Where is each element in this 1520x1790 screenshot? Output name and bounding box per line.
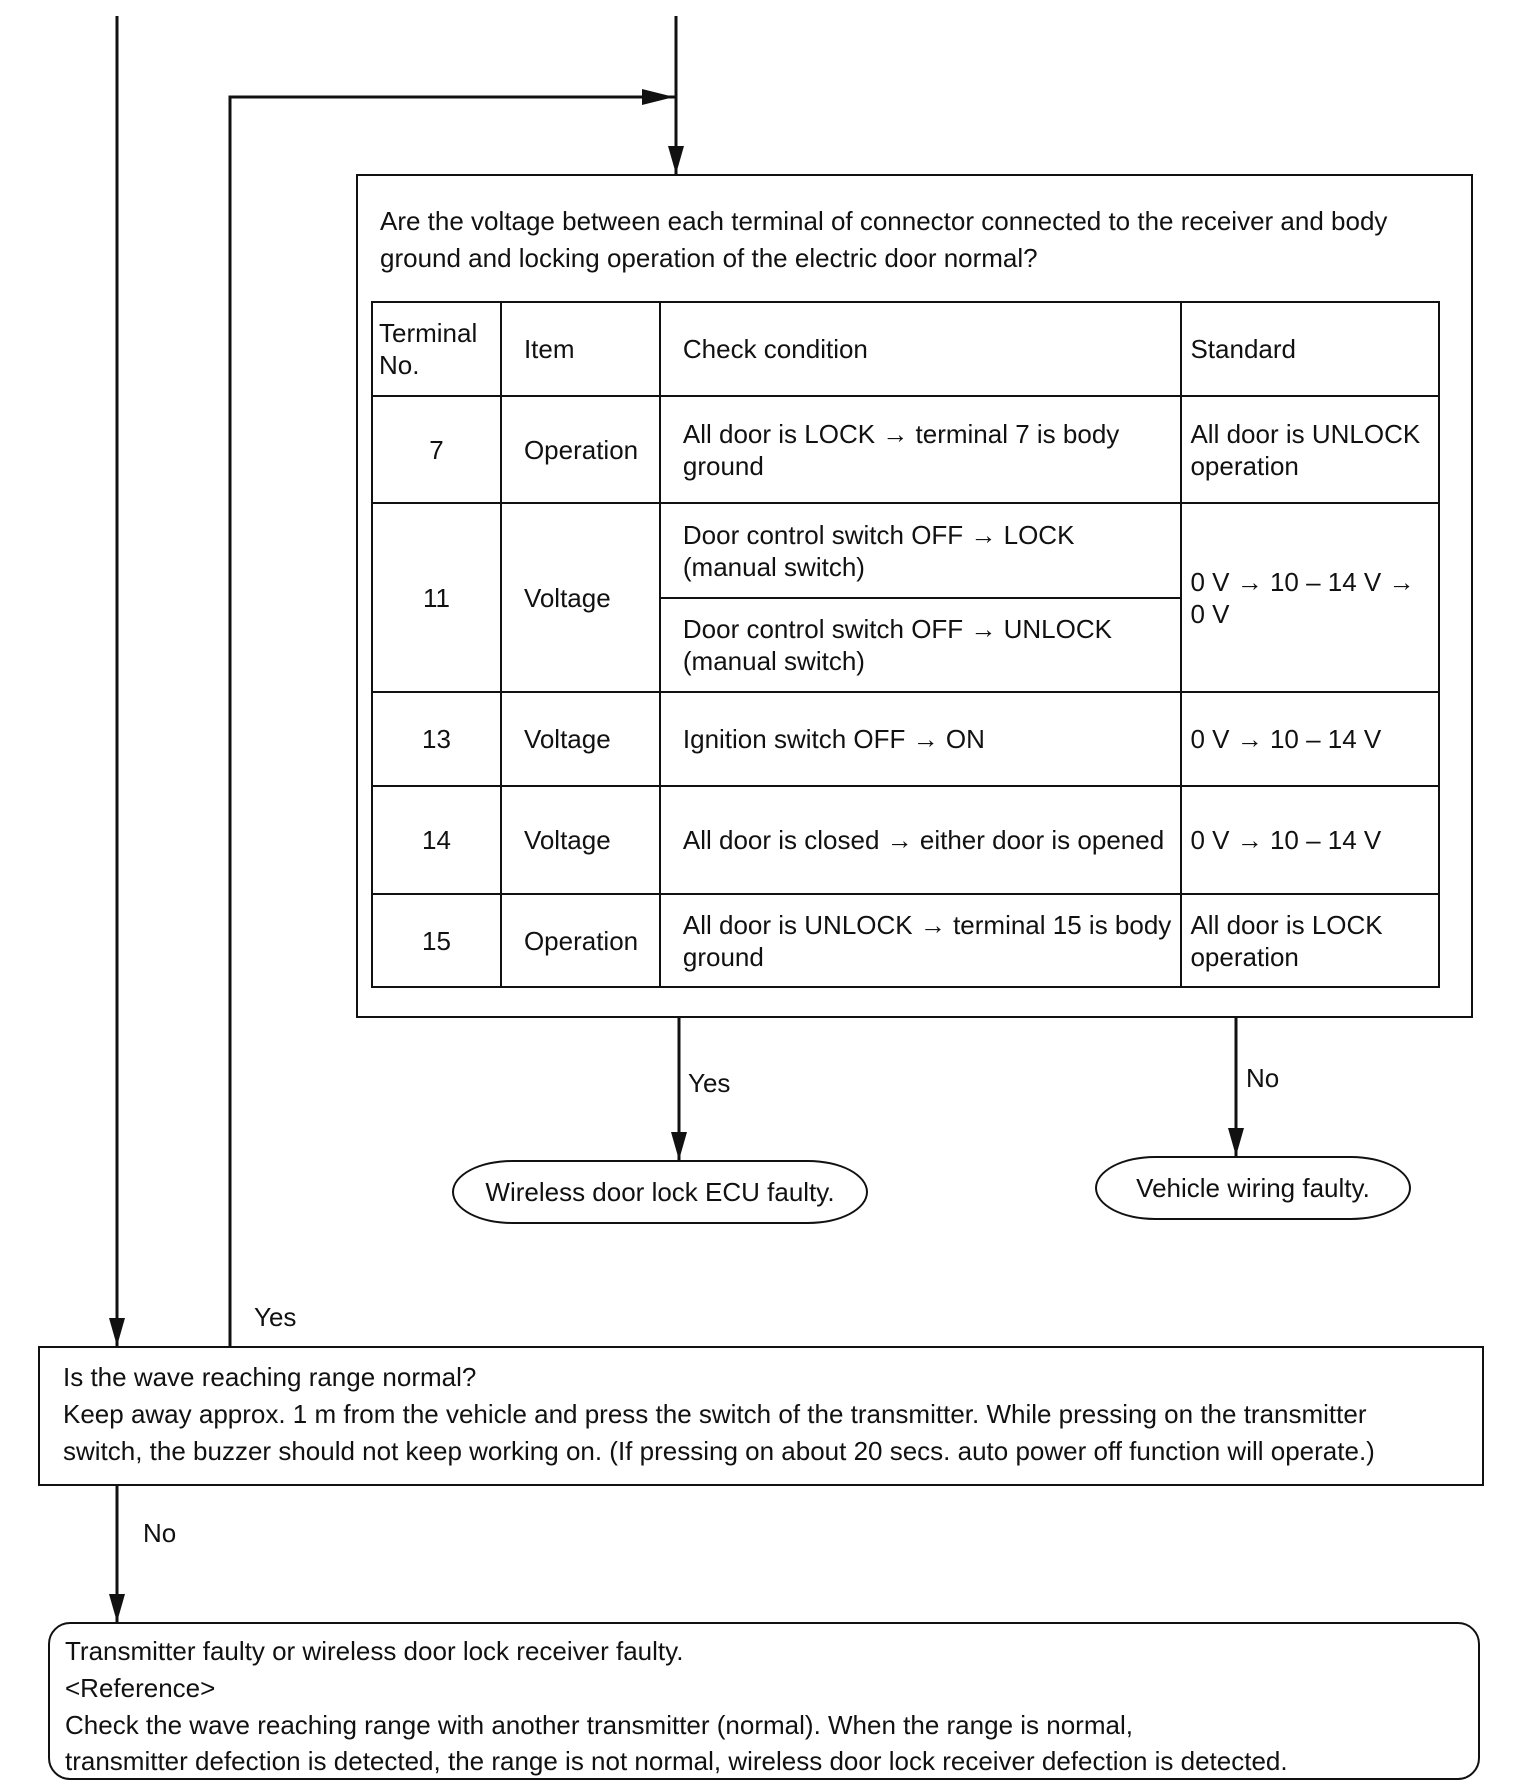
- yes-upper-label: Yes: [688, 1068, 731, 1098]
- arrow-to-question-box: [668, 146, 684, 174]
- final-line3: Check the wave reaching range with anoth…: [65, 1710, 1133, 1740]
- table-row: 15 Operation All door is UNLOCK → termin…: [371, 893, 1440, 988]
- arrow-to-ecu: [671, 1132, 687, 1160]
- terminal-spec-table: Terminal No. Item Check condition Standa…: [371, 301, 1440, 988]
- arrow-to-wave-box: [109, 1318, 125, 1346]
- wave-box-line2: switch, the buzzer should not keep worki…: [63, 1436, 1375, 1466]
- table-header-row: Terminal No. Item Check condition Standa…: [371, 301, 1440, 397]
- standard-cell: 0 V → 10 – 14 V → 0 V: [1180, 502, 1440, 693]
- condition-cell: All door is LOCK → terminal 7 is body gr…: [658, 395, 1183, 504]
- final-line1: Transmitter faulty or wireless door lock…: [65, 1636, 684, 1666]
- table-row: Door control switch OFF → UNLOCK (manual…: [372, 597, 1439, 693]
- item-cell: Voltage: [499, 691, 661, 787]
- table-row: 14 Voltage All door is closed → either d…: [371, 785, 1440, 895]
- wave-box-title: Is the wave reaching range normal?: [63, 1362, 477, 1392]
- yes-loop-line: [228, 95, 676, 1346]
- arrow-to-final-box: [109, 1594, 125, 1622]
- terminal-cell: 7: [371, 395, 502, 504]
- arrow-to-wiring: [1228, 1128, 1244, 1156]
- arrow-loop-join: [642, 89, 674, 105]
- wiring-faulty-terminal: Vehicle wiring faulty.: [1095, 1156, 1411, 1220]
- final-line4: transmitter defection is detected, the r…: [65, 1746, 1288, 1776]
- header-standard: Standard: [1180, 301, 1440, 397]
- header-condition: Check condition: [658, 301, 1183, 397]
- standard-cell: 0 V → 10 – 14 V: [1180, 785, 1440, 895]
- final-line2: <Reference>: [65, 1673, 216, 1703]
- header-item: Item: [499, 301, 661, 397]
- final-result-box: [48, 1622, 1480, 1780]
- standard-cell: All door is LOCK operation: [1180, 893, 1440, 988]
- standard-cell: All door is UNLOCK operation: [1180, 395, 1440, 504]
- header-terminal: Terminal No.: [371, 301, 502, 397]
- wave-box-line1: Keep away approx. 1 m from the vehicle a…: [63, 1399, 1367, 1429]
- terminal-cell: 13: [371, 691, 502, 787]
- question-text: Are the voltage between each terminal of…: [380, 206, 1388, 273]
- terminal-cell: 11: [371, 502, 502, 693]
- table-row: 11 Voltage Door control switch OFF → LOC…: [371, 502, 1440, 693]
- condition-cell: Ignition switch OFF → ON: [658, 691, 1183, 787]
- wave-range-box: [38, 1346, 1484, 1486]
- condition-cell: Door control switch OFF → UNLOCK (manual…: [658, 597, 1183, 693]
- no-lower-label: No: [143, 1518, 177, 1548]
- item-cell: Operation: [499, 893, 661, 988]
- condition-cell: Door control switch OFF → LOCK (manual s…: [658, 502, 1183, 599]
- terminal-cell: 14: [371, 785, 502, 895]
- condition-cell: All door is closed → either door is open…: [658, 785, 1183, 895]
- table-row: 7 Operation All door is LOCK → terminal …: [371, 395, 1440, 504]
- item-cell: Operation: [499, 395, 661, 504]
- item-cell: Voltage: [499, 502, 661, 693]
- table-row: 13 Voltage Ignition switch OFF → ON 0 V …: [371, 691, 1440, 787]
- item-cell: Voltage: [499, 785, 661, 895]
- terminal-cell: 15: [371, 893, 502, 988]
- condition-cell: All door is UNLOCK → terminal 15 is body…: [658, 893, 1183, 988]
- yes-left-label: Yes: [254, 1302, 297, 1332]
- standard-cell: 0 V → 10 – 14 V: [1180, 691, 1440, 787]
- ecu-faulty-terminal: Wireless door lock ECU faulty.: [452, 1160, 868, 1224]
- no-upper-label: No: [1246, 1063, 1280, 1093]
